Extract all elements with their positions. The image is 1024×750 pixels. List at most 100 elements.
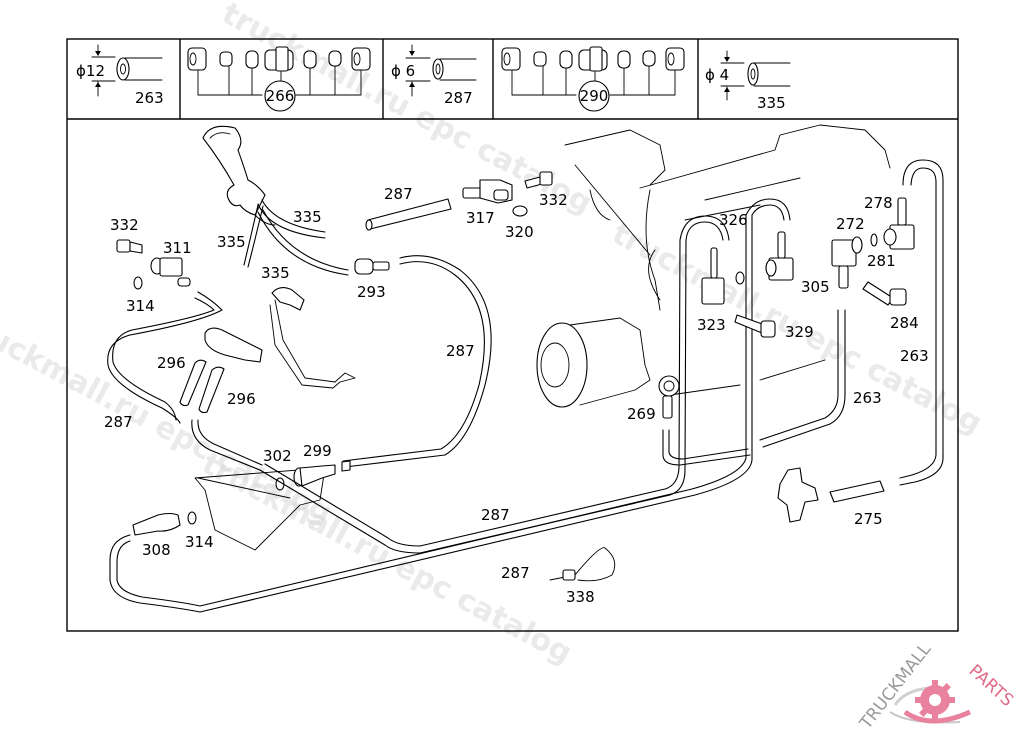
diameter-label: ϕ12 — [76, 62, 105, 80]
callout-label: 311 — [163, 239, 192, 257]
callout-label: 314 — [126, 297, 155, 315]
hose-287-left-loop — [107, 291, 223, 424]
part-number-label: 263 — [135, 89, 164, 107]
legend-tube-263: ϕ12 263 — [76, 44, 164, 107]
transmission-housing-icon — [564, 124, 891, 396]
callout-label: 275 — [854, 510, 883, 528]
callout-label: 296 — [227, 390, 256, 408]
diagram-frame — [66, 38, 959, 632]
callout-label: 320 — [505, 223, 534, 241]
callout-label: 287 — [384, 185, 413, 203]
hose-263-a — [759, 309, 839, 441]
callout-label: 272 — [836, 215, 865, 233]
callout-label: 296 — [157, 354, 186, 372]
hose-287-upper-inner — [342, 261, 485, 462]
valve-block-mid-icon — [765, 231, 794, 281]
washer-326-icon — [735, 271, 745, 285]
bolt-329-icon — [734, 314, 776, 338]
part-number-label: 287 — [444, 89, 473, 107]
solenoid-272-icon — [831, 236, 863, 289]
legend-kit-290: 290 — [501, 46, 685, 112]
hose-287-left-loop-inner — [112, 297, 215, 421]
diameter-label: ϕ 6 — [391, 62, 415, 80]
legend-tube-335: ϕ 4 335 — [705, 50, 791, 112]
hose-335-group — [243, 199, 349, 276]
connector-296a-icon — [179, 359, 207, 407]
connector-296b-icon — [198, 366, 225, 414]
callout-label: 335 — [293, 208, 322, 226]
callout-label: 287 — [501, 564, 530, 582]
tube-287-straight-icon — [365, 198, 452, 231]
callout-label: 323 — [697, 316, 726, 334]
truckmall-parts-logo: TRUCKMALL PARTS — [856, 639, 1018, 734]
callout-label: 332 — [539, 191, 568, 209]
washer-320-icon — [512, 205, 528, 217]
logo-text-right: PARTS — [965, 661, 1017, 711]
callout-label: 284 — [890, 314, 919, 332]
callout-label: 263 — [900, 347, 929, 365]
bolt-332-left-icon — [116, 239, 143, 254]
hose-263-a-inner — [762, 309, 846, 448]
hose-287-lower-b-inner — [116, 198, 791, 607]
callout-label: 314 — [185, 533, 214, 551]
hose-287-mid-inner — [197, 419, 263, 466]
t-fitting-311-icon — [150, 257, 191, 287]
cable-tie-338-icon — [549, 547, 616, 582]
tube-287-short — [341, 460, 351, 472]
callout-label: 317 — [466, 209, 495, 227]
hose-263-b-inner — [899, 167, 937, 479]
callout-label: 263 — [853, 389, 882, 407]
callout-label: 326 — [719, 211, 748, 229]
callout-label: 305 — [801, 278, 830, 296]
banjo-fitting-269-icon — [658, 375, 680, 419]
hose-263-b — [899, 159, 944, 486]
callout-label: 308 — [142, 541, 171, 559]
callout-label: 302 — [263, 447, 292, 465]
hose-287-lower-b — [109, 204, 785, 613]
valve-block-323-icon — [701, 247, 725, 305]
callout-label: 287 — [446, 342, 475, 360]
logo-gear-icon — [915, 680, 955, 720]
elbow-278-icon — [883, 197, 915, 250]
connector-299-icon — [293, 464, 336, 487]
callout-label: 329 — [785, 323, 814, 341]
hose-269 — [662, 429, 751, 466]
washer-314-left-icon — [133, 276, 143, 290]
connector-308-icon — [132, 512, 181, 536]
distributor-valve-icon — [777, 467, 819, 523]
bolt-332-upper-icon — [524, 171, 553, 189]
valve-body-icon — [204, 327, 263, 363]
t-fitting-317-icon — [462, 179, 513, 204]
pedal-linkage-icon — [269, 287, 356, 389]
callout-label: 338 — [566, 588, 595, 606]
bolt-284-icon — [862, 281, 907, 306]
callout-label: 287 — [104, 413, 133, 431]
watermark: truckmall.ru epc catalog — [196, 446, 577, 671]
kit-number-label: 266 — [266, 87, 295, 105]
hose-287-lower-a — [259, 221, 724, 554]
callout-label: 269 — [627, 405, 656, 423]
starter-motor-icon — [536, 317, 651, 408]
callout-label: 293 — [357, 283, 386, 301]
washer-281-icon — [870, 233, 878, 247]
legend-kit-266: 266 — [187, 46, 371, 112]
kit-number-label: 290 — [580, 87, 609, 105]
part-number-label: 335 — [757, 94, 786, 112]
callout-label: 278 — [864, 194, 893, 212]
coupling-275-icon — [829, 480, 885, 503]
gear-shift-lever-icon — [202, 125, 276, 226]
diameter-label: ϕ 4 — [705, 66, 729, 84]
callout-label: 332 — [110, 216, 139, 234]
hose-269-inner — [668, 429, 749, 460]
callout-label: 335 — [261, 264, 290, 282]
callout-label: 287 — [481, 506, 510, 524]
legend-tube-287: ϕ 6 287 — [391, 44, 477, 107]
hose-287-mid — [191, 419, 261, 471]
connector-293-icon — [354, 258, 390, 275]
callout-label: 299 — [303, 442, 332, 460]
callout-label: 335 — [217, 233, 246, 251]
hose-287-lower-a-inner — [264, 215, 730, 547]
callout-labels: 332 311 314 335 335 335 287 317 320 332 … — [104, 185, 929, 606]
hose-287-upper — [344, 255, 492, 468]
